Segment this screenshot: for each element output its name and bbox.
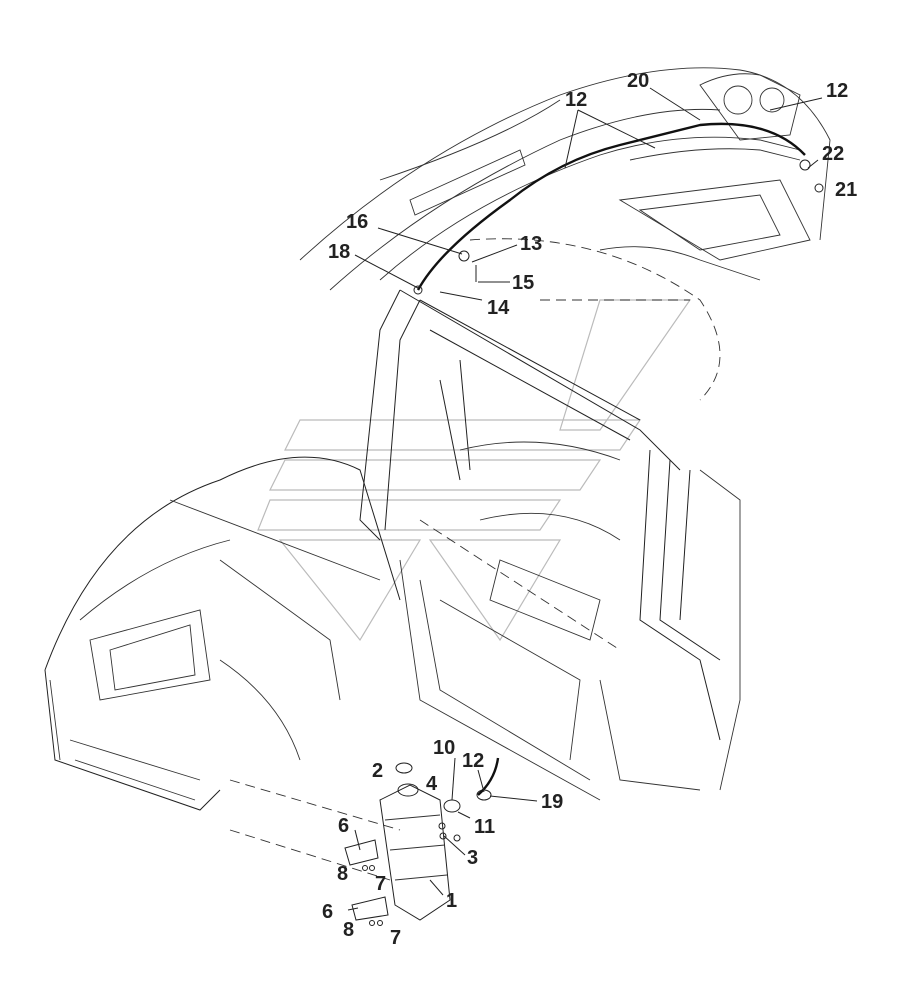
callout-8: 8 — [343, 919, 354, 941]
callout-20: 20 — [627, 70, 649, 92]
callout-3: 3 — [467, 847, 478, 869]
callout-12: 12 — [462, 750, 484, 772]
washer-tank — [379, 762, 451, 921]
callout-12: 12 — [565, 89, 587, 111]
callout-7: 7 — [390, 927, 401, 949]
callout-14: 14 — [487, 297, 510, 319]
callout-4: 4 — [426, 773, 438, 795]
callout-8: 8 — [337, 863, 348, 885]
callout-6: 6 — [322, 901, 333, 923]
callout-7: 7 — [375, 873, 386, 895]
callout-13: 13 — [520, 233, 542, 255]
callout-11: 11 — [474, 816, 495, 838]
callout-6: 6 — [338, 815, 349, 837]
mounting-brackets — [344, 839, 389, 926]
callout-10: 10 — [433, 737, 455, 759]
callout-labels: 20 12 12 22 21 16 13 18 15 14 10 12 2 4 … — [322, 70, 857, 949]
washer-hose — [413, 122, 824, 796]
callout-16: 16 — [346, 211, 368, 233]
watermark-logo — [257, 299, 692, 642]
callout-12: 12 — [826, 80, 848, 102]
callout-1: 1 — [446, 890, 457, 912]
callout-2: 2 — [372, 760, 383, 782]
leader-lines — [347, 87, 823, 911]
hood-body — [44, 456, 401, 881]
callout-19: 19 — [541, 791, 563, 813]
roof-panel — [299, 67, 831, 401]
callout-15: 15 — [512, 272, 534, 294]
callout-21: 21 — [835, 179, 857, 201]
callout-18: 18 — [328, 241, 350, 263]
callout-22: 22 — [822, 143, 844, 165]
cab-frame — [359, 289, 741, 801]
